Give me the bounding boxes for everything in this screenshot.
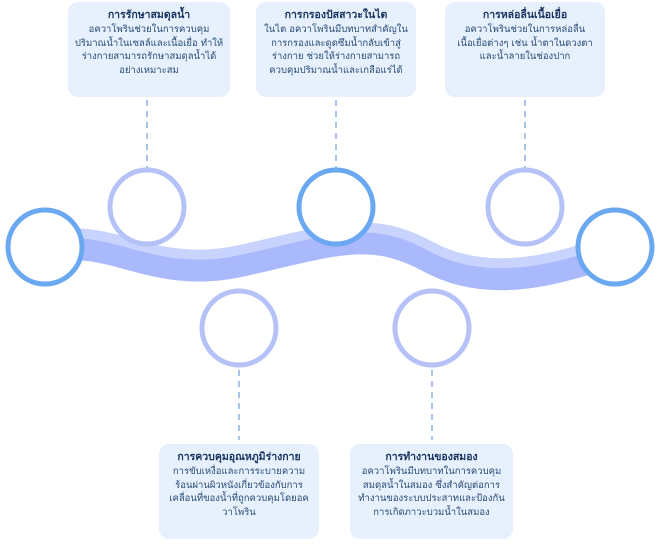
node-circle-top-2 bbox=[296, 167, 376, 247]
info-card-water-balance: การรักษาสมดุลน้ำ อควาโพรินช่วยในการควบคุ… bbox=[68, 2, 230, 97]
info-card-body-temperature: การควบคุมอุณหภูมิร่างกาย การขับเหงื่อและ… bbox=[159, 444, 319, 539]
node-circle-top-1 bbox=[107, 167, 187, 247]
info-card-brain-function: การทำงานของสมอง อควาโพรินมีบทบาทในการควบ… bbox=[350, 444, 513, 539]
card-title: การควบคุมอุณหภูมิร่างกาย bbox=[177, 451, 301, 463]
node-circle-right-end bbox=[575, 207, 655, 287]
info-card-tissue-lubrication: การหล่อลื่นเนื้อเยื่อ อควาโพรินช่วยในการ… bbox=[445, 2, 605, 97]
card-body: อควาโพรินมีบทบาทในการควบคุมสมดุลน้ำในสมอ… bbox=[358, 466, 505, 518]
card-body: อควาโพรินช่วยในการหล่อลื่นเนื้อเยื่อต่าง… bbox=[457, 24, 593, 62]
card-title: การทำงานของสมอง bbox=[385, 451, 478, 463]
node-circle-bottom-2 bbox=[392, 288, 472, 368]
node-circle-left-end bbox=[5, 207, 85, 287]
card-body: อควาโพรินช่วยในการควบคุมปริมาณน้ำในเซลล์… bbox=[74, 24, 224, 76]
card-title: การกรองปัสสาวะในไต bbox=[284, 9, 388, 21]
card-body: ในไต อควาโพรินมีบทบาทสำคัญในการกรองและดู… bbox=[264, 24, 408, 76]
card-title: การรักษาสมดุลน้ำ bbox=[107, 9, 191, 21]
node-circle-top-3 bbox=[485, 167, 565, 247]
node-circle-bottom-1 bbox=[199, 288, 279, 368]
card-body: การขับเหงื่อและการระบายความร้อนผ่านผิวหน… bbox=[169, 466, 309, 518]
card-title: การหล่อลื่นเนื้อเยื่อ bbox=[482, 9, 568, 21]
info-card-kidney-filtration: การกรองปัสสาวะในไต ในไต อควาโพรินมีบทบาท… bbox=[256, 2, 416, 97]
